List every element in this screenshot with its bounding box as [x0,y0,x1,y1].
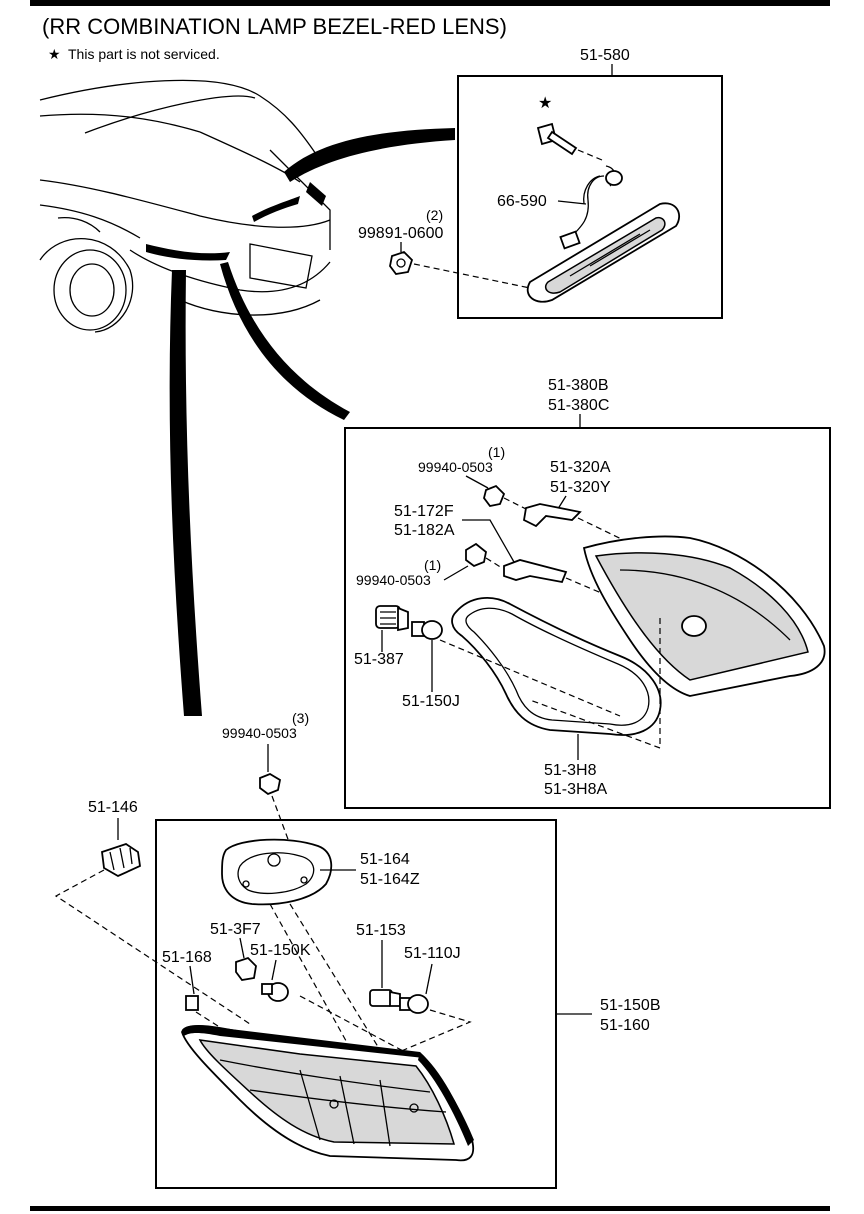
bulb-part-mid [411,620,443,640]
callout-51-153: 51-153 [356,922,406,939]
socket-part-mid [375,605,409,632]
callout-51-387: 51-387 [354,651,404,668]
callout-51-3h8: 51-3H8 [544,762,597,779]
outer-lamp-lens [181,1025,475,1162]
callout-99940-0503-b: 99940-0503 [356,572,431,588]
callout-51-3f7: 51-3F7 [210,921,261,938]
star-icon: ★ [538,95,552,112]
bracket-part [523,503,582,528]
callout-51-160: 51-160 [600,1017,650,1034]
callout-51-3h8a: 51-3H8A [544,781,607,798]
bottom-border-bar [30,1206,830,1211]
nut-part-mid-a [483,484,506,507]
callout-51-320y: 51-320Y [550,479,611,496]
inner-lamp-lens [582,535,826,697]
clip-part-low [185,995,199,1011]
socket-part-outer [101,843,141,878]
note-star-icon: ★ [48,46,61,62]
note-text: This part is not serviced. [68,46,220,62]
diagram-title: (RR COMBINATION LAMP BEZEL-RED LENS) [42,14,507,39]
callout-51-164: 51-164 [360,851,410,868]
nut-part-mid-b [465,542,487,568]
callout-51-168: 51-168 [162,949,212,966]
callout-99940-0503-a: 99940-0503 [418,459,493,475]
callout-99891-0600: 99891-0600 [358,225,444,242]
callout-qty-3: (3) [292,710,309,726]
socket-part-low [235,956,257,981]
callout-qty-1a: (1) [488,444,505,460]
callout-51-150j: 51-150J [402,693,460,710]
callout-51-580: 51-580 [580,47,630,64]
outer-gasket [221,838,333,906]
callout-qty-2: (2) [426,207,443,223]
nut-part-low [259,772,282,796]
callout-51-146: 51-146 [88,799,138,816]
callout-51-150b: 51-150B [600,997,661,1014]
callout-51-110j: 51-110J [404,945,461,962]
top-border-bar [30,0,830,6]
callout-51-150k: 51-150K [250,942,311,959]
callout-51-380c: 51-380C [548,397,609,414]
inner-lamp-box [344,427,831,809]
callout-99940-0503-c: 99940-0503 [222,725,297,741]
high-mount-stop-lamp [526,202,681,303]
callout-qty-1b: (1) [424,557,441,573]
callout-51-320a: 51-320A [550,459,611,476]
callout-51-182a: 51-182A [394,522,455,539]
bulb-part-low-k [261,982,289,1002]
socket-part-low-2 [369,989,401,1007]
inner-gasket [451,597,662,736]
outer-lamp-box [155,819,557,1189]
nut-part-top [389,250,414,275]
wire-harness-part [559,165,623,250]
clip-part [503,559,568,584]
callout-51-380b: 51-380B [548,377,609,394]
screw-part [536,122,578,156]
high-mount-lamp-box [457,75,723,319]
callout-51-172f: 51-172F [394,503,454,520]
bulb-part-low-j [399,994,429,1014]
callout-66-590: 66-590 [497,193,547,210]
callout-51-164z: 51-164Z [360,871,420,888]
car-rear-illustration [39,79,455,716]
